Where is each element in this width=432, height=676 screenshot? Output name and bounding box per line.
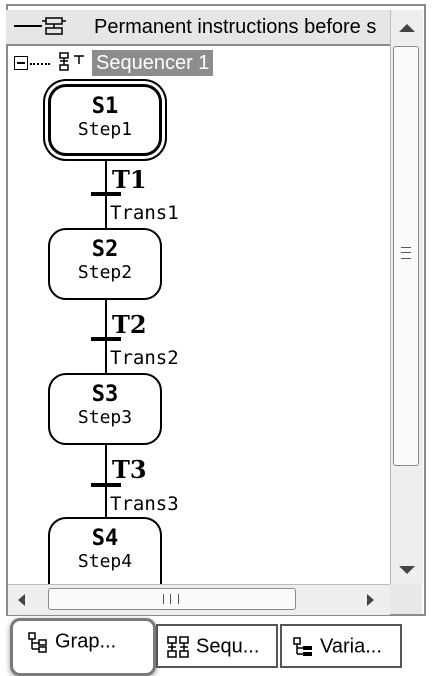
grip-icon [163,594,179,604]
scroll-left-icon[interactable] [18,594,25,606]
transition-name: T1 [112,165,147,194]
variables-tree-icon [293,636,312,656]
step-s2[interactable]: S2 Step2 [48,228,162,300]
tab-variables[interactable]: Varia... [280,624,402,668]
transition-bar-t2[interactable] [91,337,121,341]
header-title: Permanent instructions before s [94,16,377,38]
transition-bar-t1[interactable] [91,192,121,196]
sequencer-label[interactable]: Sequencer 1 [92,50,214,76]
tab-label: Grap... [55,630,117,653]
sequencer-icon [59,52,84,71]
transition-name: T3 [112,455,147,484]
transition-label: Trans3 [110,493,179,515]
scroll-right-icon[interactable] [367,594,374,606]
graph-tree-icon [28,631,47,653]
permanent-instructions-header[interactable]: Permanent instructions before s [6,10,390,46]
transition-name: T2 [112,310,147,339]
tab-label: Sequ... [196,635,260,658]
step-s4[interactable]: S4 Step4 [48,517,162,587]
scrollbar-corner [390,584,422,614]
header-connector-line [14,25,42,27]
collapse-icon[interactable] [14,56,28,70]
step-name: S1 [91,94,119,119]
tab-graph[interactable]: Grap... [10,618,156,676]
scroll-down-icon[interactable] [399,566,415,574]
step-label: Step3 [77,407,133,428]
instructions-icon [42,17,66,35]
step-s1[interactable]: S1 Step1 [48,84,162,156]
sequence-grid-icon [167,635,189,658]
tree-dotted-line [30,63,50,65]
transition-label: Trans2 [110,347,179,369]
view-tabs: Grap... Sequ... Varia... [0,616,432,676]
vertical-scrollbar[interactable] [390,10,423,584]
tab-label: Varia... [320,635,382,658]
step-s3[interactable]: S3 Step3 [48,373,162,445]
step-name: S2 [91,237,119,262]
step-name: S4 [91,526,119,551]
horizontal-scroll-thumb[interactable] [48,588,296,610]
step-label: Step1 [77,119,133,140]
tab-sequence[interactable]: Sequ... [156,624,278,668]
scroll-up-icon[interactable] [399,24,415,32]
step-label: Step2 [77,262,133,283]
step-label: Step4 [77,551,133,572]
vertical-scroll-thumb[interactable] [393,46,419,466]
grip-icon [401,247,411,259]
transition-label: Trans1 [110,202,179,224]
step-name: S3 [91,382,119,407]
horizontal-scrollbar[interactable] [8,584,390,615]
transition-bar-t3[interactable] [91,483,121,487]
